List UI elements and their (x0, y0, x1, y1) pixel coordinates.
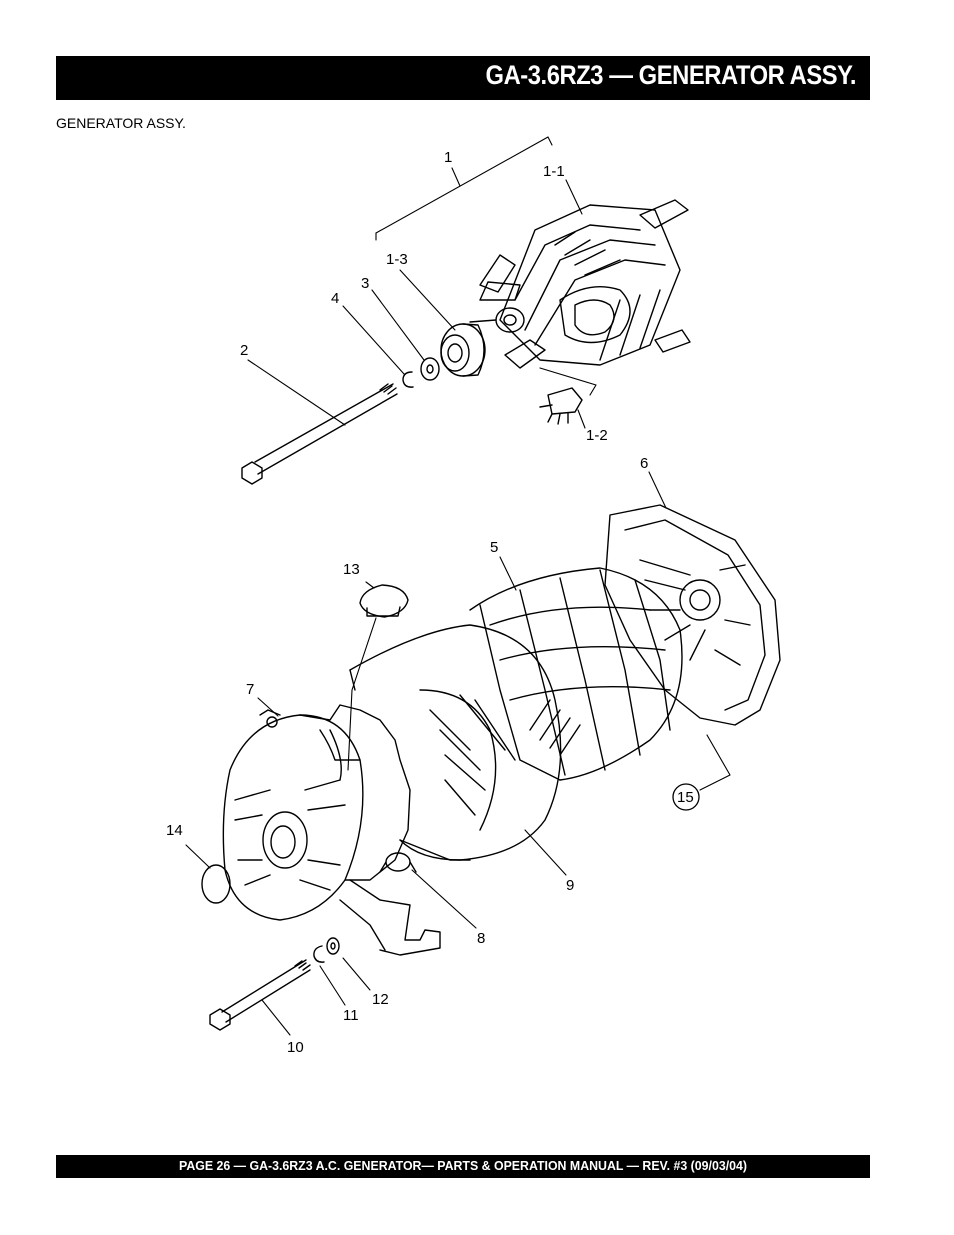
callout-7: 7 (246, 681, 254, 698)
callout-5: 5 (490, 539, 498, 556)
bushing (379, 852, 417, 873)
flat-washer (326, 937, 340, 955)
callout-labels: 1 1-1 1-3 3 4 2 1-2 6 5 13 7 15 14 9 8 1… (166, 149, 694, 1056)
page-title: GA-3.6RZ3 — GENERATOR ASSY. (485, 60, 856, 90)
front-housing (222, 704, 441, 956)
callout-14: 14 (166, 822, 183, 839)
section-label: GENERATOR ASSY. (56, 115, 186, 131)
callout-6: 6 (640, 455, 648, 472)
bearing (440, 323, 486, 377)
callout-2: 2 (240, 342, 248, 359)
rotor-assembly (469, 199, 691, 369)
rectifier (539, 387, 583, 425)
rear-housing (604, 504, 781, 726)
fan-cover (349, 624, 562, 861)
footer-text: PAGE 26 — GA-3.6RZ3 A.C. GENERATOR— PART… (178, 1158, 747, 1173)
stator (469, 567, 683, 781)
housing-bolt (209, 959, 311, 1031)
through-bolt (241, 383, 398, 485)
callout-3: 3 (361, 275, 369, 292)
callout-15-circle (672, 783, 700, 811)
callout-1-2: 1-2 (586, 427, 608, 444)
page-header-bar: GA-3.6RZ3 — GENERATOR ASSY. (56, 56, 870, 100)
callout-9: 9 (566, 877, 574, 894)
generator-exploded-diagram: 1 1-1 1-3 3 4 2 1-2 6 5 13 7 15 14 9 8 1… (166, 136, 781, 1056)
callout-15: 15 (677, 789, 694, 806)
washer (420, 357, 440, 381)
callout-1-1: 1-1 (543, 163, 565, 180)
end-cap (201, 864, 231, 904)
callout-10: 10 (287, 1039, 304, 1056)
callout-13: 13 (343, 561, 360, 578)
callout-8: 8 (477, 930, 485, 947)
rubber-plug (359, 584, 409, 618)
callout-11: 11 (343, 1007, 359, 1024)
callout-4: 4 (331, 290, 339, 307)
callout-12: 12 (372, 991, 389, 1008)
lock-washer (402, 371, 414, 388)
callout-1: 1 (444, 149, 452, 166)
callout-1-3: 1-3 (386, 251, 408, 268)
lock-washer-2 (313, 945, 325, 963)
page-footer-bar: PAGE 26 — GA-3.6RZ3 A.C. GENERATOR— PART… (56, 1155, 870, 1178)
leader-lines (185, 136, 731, 1036)
